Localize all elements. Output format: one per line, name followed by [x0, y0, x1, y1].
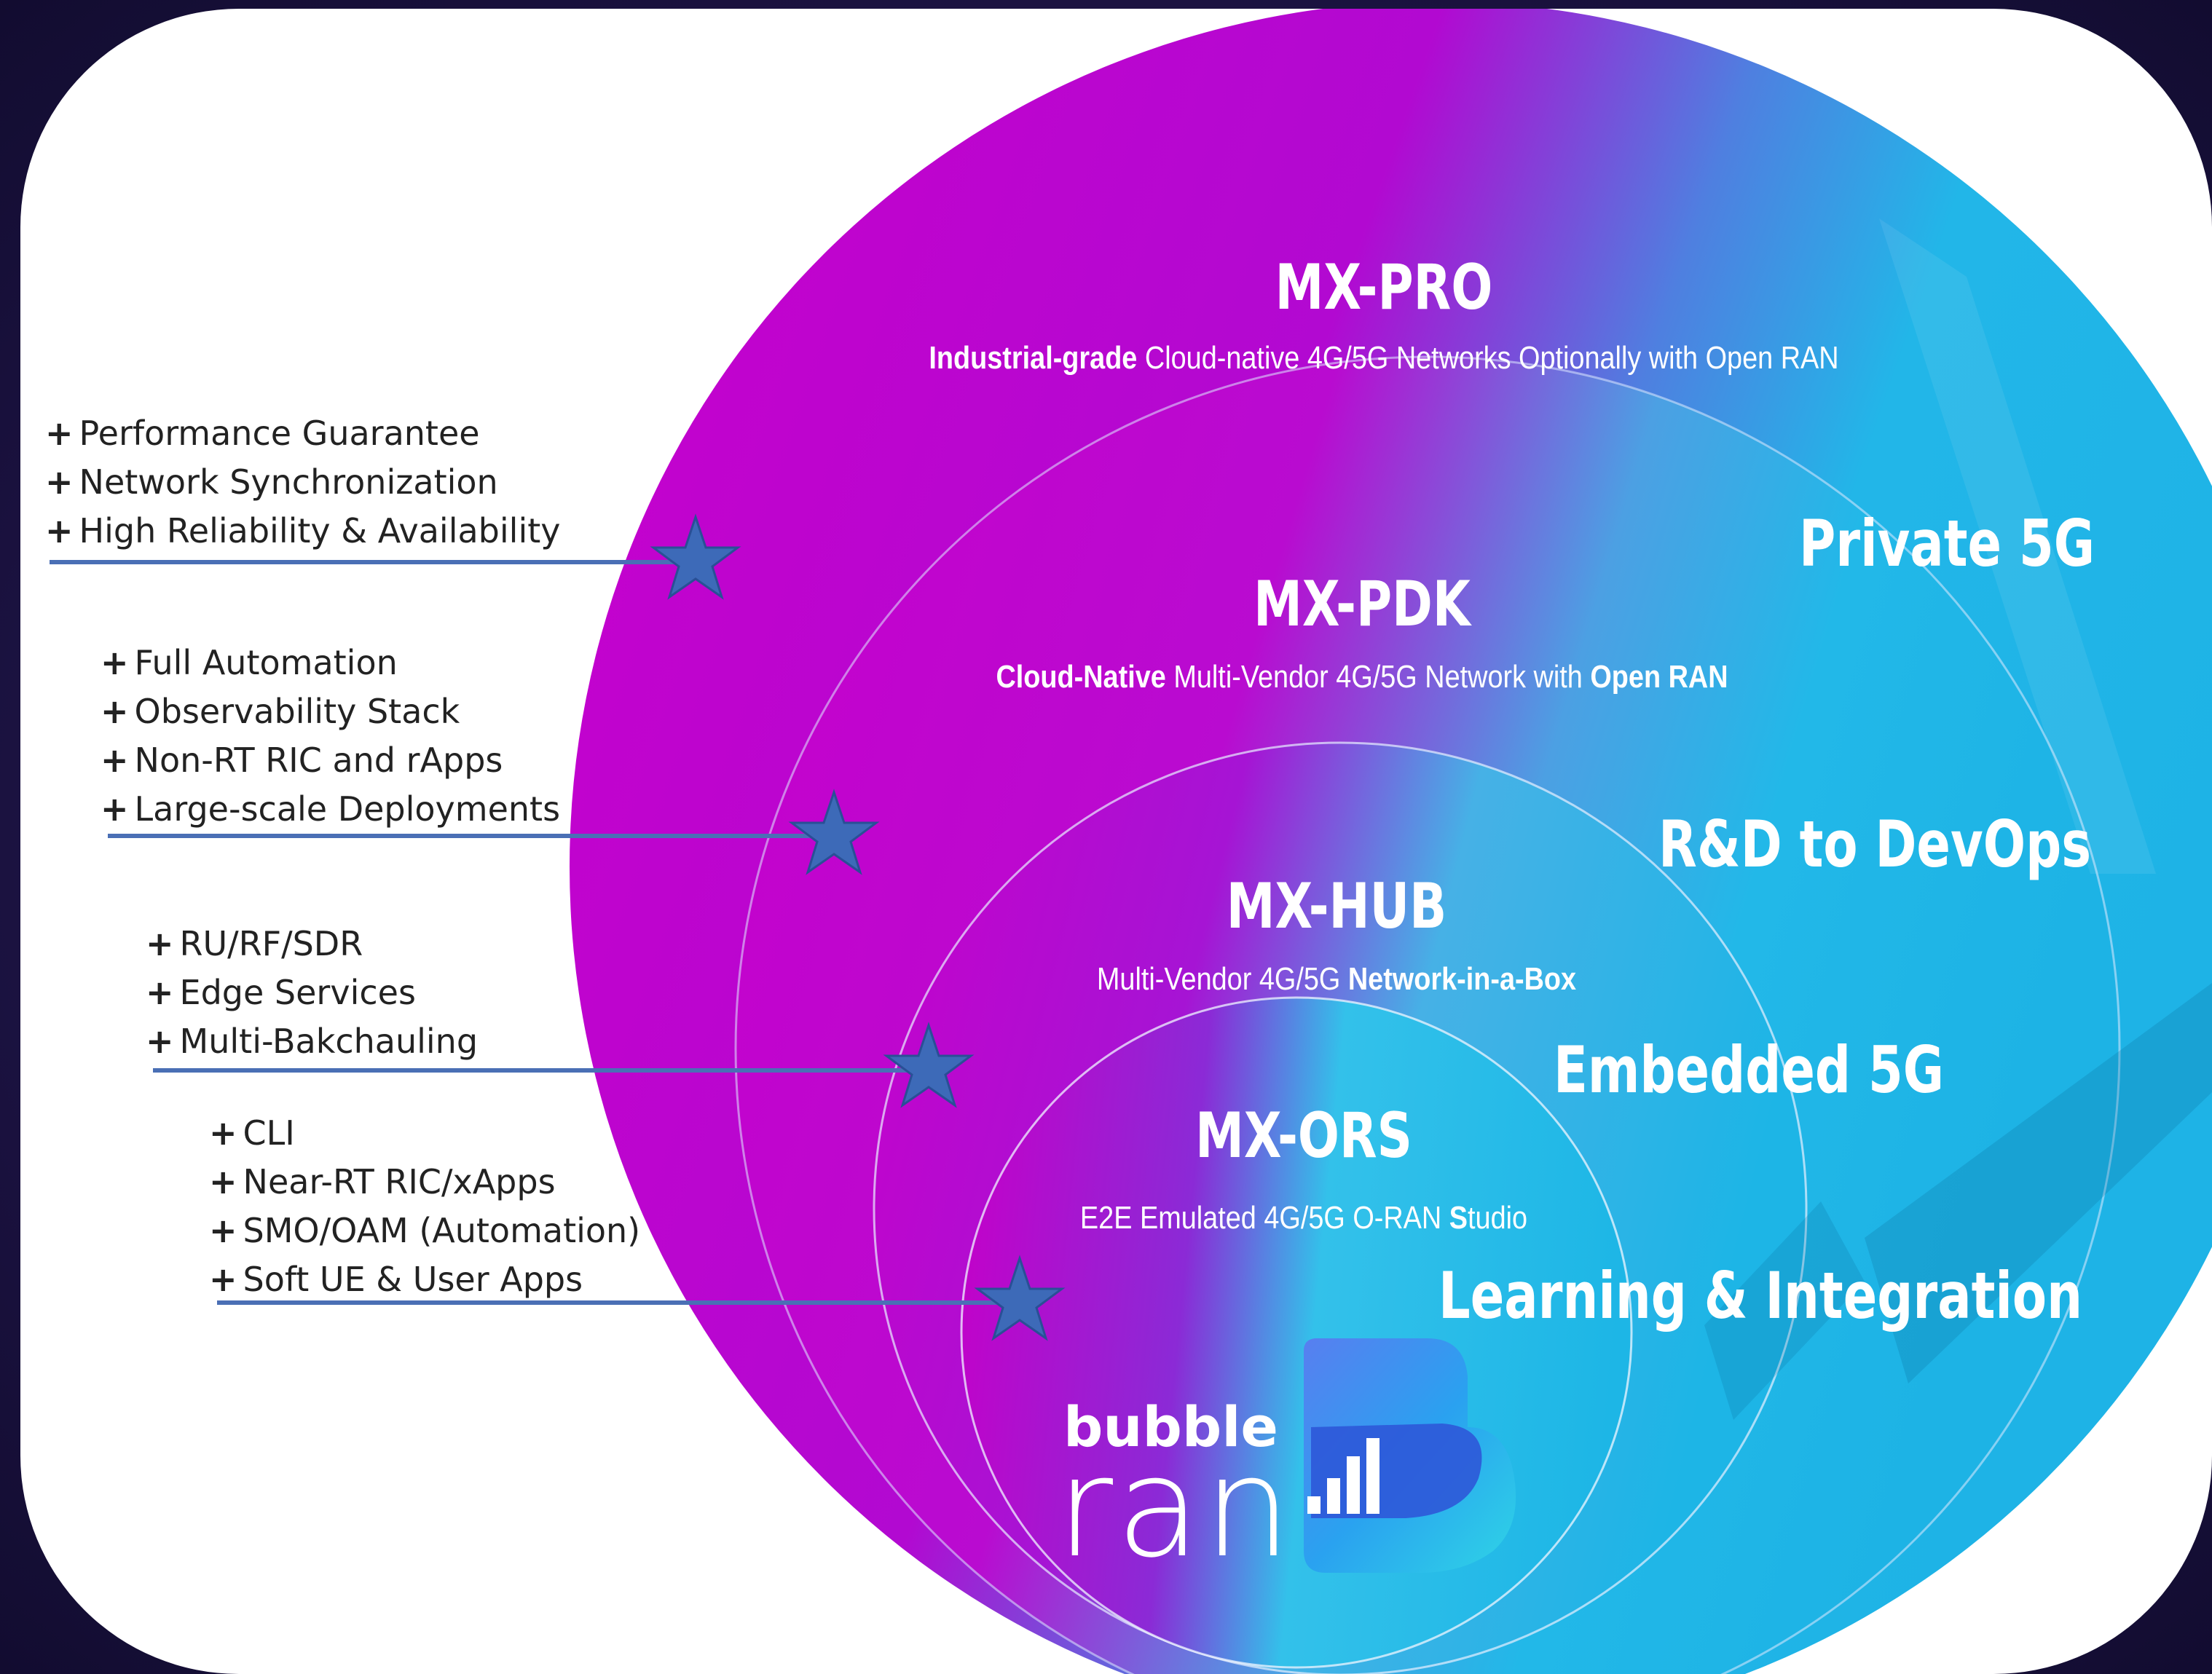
- feature-item: +Near-RT RIC/xApps: [209, 1162, 556, 1201]
- feature-item: +CLI: [209, 1113, 295, 1153]
- subtitle-mx-ors-strong: S: [1449, 1200, 1468, 1236]
- highlight-band: [1879, 218, 2156, 874]
- subtitle-mx-ors-post: tudio: [1468, 1200, 1528, 1236]
- feature-item: +Large-scale Deployments: [101, 789, 561, 829]
- subtitle-mx-hub: Multi-Vendor 4G/5G Network-in-a-Box: [867, 961, 1806, 998]
- subtitle-mx-pdk-strong: Cloud-Native: [996, 659, 1166, 695]
- subtitle-mx-pdk: Cloud-Native Multi-Vendor 4G/5G Network …: [830, 659, 1894, 695]
- subtitle-mx-ors: E2E Emulated 4G/5G O-RAN Studio: [865, 1200, 1742, 1236]
- feature-list-hub: +RU/RF/SDR +Edge Services +Multi-Bakchau…: [146, 920, 478, 1066]
- subtitle-mx-pdk-strong2: Open RAN: [1590, 659, 1728, 695]
- feature-item: +RU/RF/SDR: [146, 924, 363, 963]
- subtitle-mx-pdk-mid: Multi-Vendor 4G/5G Network with: [1165, 659, 1591, 695]
- tier-embedded-5g: Embedded 5G: [1554, 1033, 1945, 1108]
- feature-item: +Network Synchronization: [45, 462, 498, 502]
- tier-rd-to-devops: R&D to DevOps: [1658, 807, 2092, 882]
- feature-item: +SMO/OAM (Automation): [209, 1211, 641, 1250]
- title-mx-ors: MX-ORS: [1195, 1099, 1412, 1172]
- feature-item: +High Reliability & Availability: [45, 511, 561, 550]
- feature-item: +Non-RT RIC and rApps: [101, 741, 503, 780]
- star-marker-hub: [883, 1022, 975, 1108]
- subtitle-mx-ors-pre: E2E Emulated 4G/5G O-RAN: [1079, 1200, 1449, 1236]
- feature-list-pro: +Performance Guarantee +Network Synchron…: [45, 409, 560, 556]
- feature-item: +Full Automation: [101, 643, 398, 682]
- star-marker-ors: [974, 1255, 1066, 1341]
- feature-item: +Performance Guarantee: [45, 414, 480, 453]
- logo-wordmark-bubble: bubble: [1063, 1394, 1278, 1459]
- feature-item: +Edge Services: [146, 973, 416, 1012]
- tier-private-5g: Private 5G: [1799, 506, 2095, 581]
- logo-bar-4: [1366, 1438, 1379, 1514]
- star-marker-pro: [650, 513, 741, 600]
- title-mx-hub: MX-HUB: [1226, 870, 1447, 943]
- shadow-band-1: [1865, 983, 2212, 1383]
- subtitle-mx-pro: Industrial-grade Cloud-native 4G/5G Netw…: [820, 340, 1948, 376]
- tier-learning-integration: Learning & Integration: [1438, 1258, 2082, 1333]
- feature-item: +Observability Stack: [101, 692, 460, 731]
- feature-list-pdk: +Full Automation +Observability Stack +N…: [101, 639, 560, 834]
- logo-bar-2: [1327, 1478, 1340, 1514]
- title-mx-pro: MX-PRO: [1275, 251, 1493, 324]
- subtitle-mx-pro-strong: Industrial-grade: [929, 340, 1138, 376]
- subtitle-mx-hub-rest: Multi-Vendor 4G/5G: [1096, 961, 1348, 997]
- star-marker-pdk: [788, 789, 880, 875]
- feature-item: +Soft UE & User Apps: [209, 1260, 583, 1299]
- subtitle-mx-pro-rest: Cloud-native 4G/5G Networks Optionally w…: [1137, 340, 1839, 376]
- shadow-band-2: [1704, 1201, 1865, 1420]
- feature-item: +Multi-Bakchauling: [146, 1022, 479, 1061]
- subtitle-mx-hub-strong: Network-in-a-Box: [1347, 961, 1577, 997]
- feature-list-ors: +CLI +Near-RT RIC/xApps +SMO/OAM (Automa…: [209, 1109, 640, 1304]
- logo-bar-3: [1347, 1456, 1360, 1514]
- logo-bar-1: [1307, 1496, 1320, 1514]
- title-mx-pdk: MX-PDK: [1253, 568, 1471, 641]
- logo-wordmark-ran: ran: [1056, 1427, 1294, 1588]
